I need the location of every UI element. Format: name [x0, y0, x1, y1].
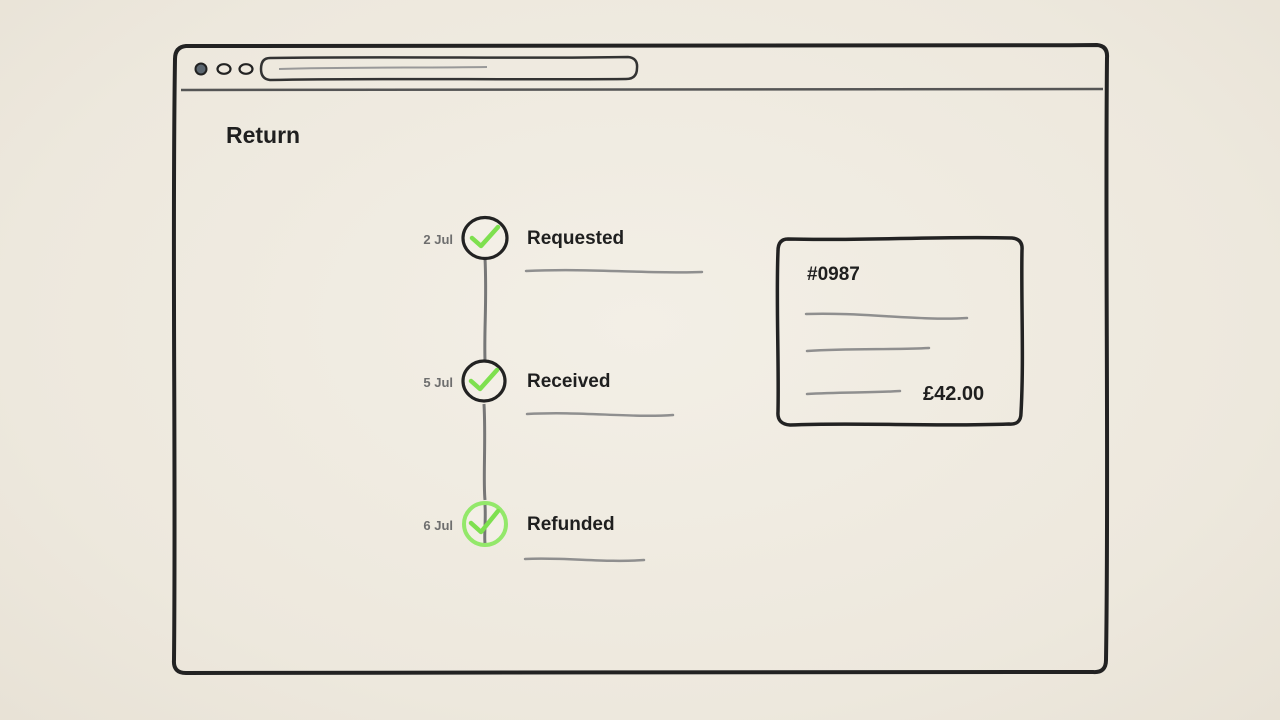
- step-description-placeholder: [525, 412, 675, 417]
- step-label: Received: [527, 371, 611, 392]
- check-icon: [468, 367, 500, 392]
- step-node-received: [461, 359, 507, 403]
- card-placeholder-line: [804, 312, 969, 320]
- window-maximize-button[interactable]: [238, 62, 254, 77]
- page-title: Return: [226, 122, 301, 148]
- step-description-placeholder: [523, 557, 646, 563]
- timeline-connector: [483, 257, 488, 361]
- check-icon: [468, 508, 501, 535]
- step-node-requested: [461, 215, 509, 261]
- refund-amount: £42.00: [923, 383, 985, 405]
- step-node-refunded: [462, 501, 508, 547]
- address-bar-input[interactable]: [261, 56, 638, 81]
- window-close-button[interactable]: [194, 62, 209, 77]
- check-icon: [469, 224, 501, 249]
- step-date: 2 Jul: [423, 232, 453, 247]
- order-number: #0987: [807, 264, 860, 285]
- step-date: 5 Jul: [423, 375, 453, 390]
- step-label: Refunded: [527, 514, 615, 535]
- browser-window-frame: [171, 43, 1110, 675]
- card-placeholder-line: [805, 346, 931, 353]
- step-description-placeholder: [524, 268, 704, 274]
- card-placeholder-line: [805, 389, 902, 396]
- window-minimize-button[interactable]: [216, 62, 232, 77]
- step-label: Requested: [527, 228, 625, 249]
- toolbar-divider: [180, 87, 1104, 92]
- step-date: 6 Jul: [423, 518, 453, 533]
- timeline-connector: [482, 403, 487, 501]
